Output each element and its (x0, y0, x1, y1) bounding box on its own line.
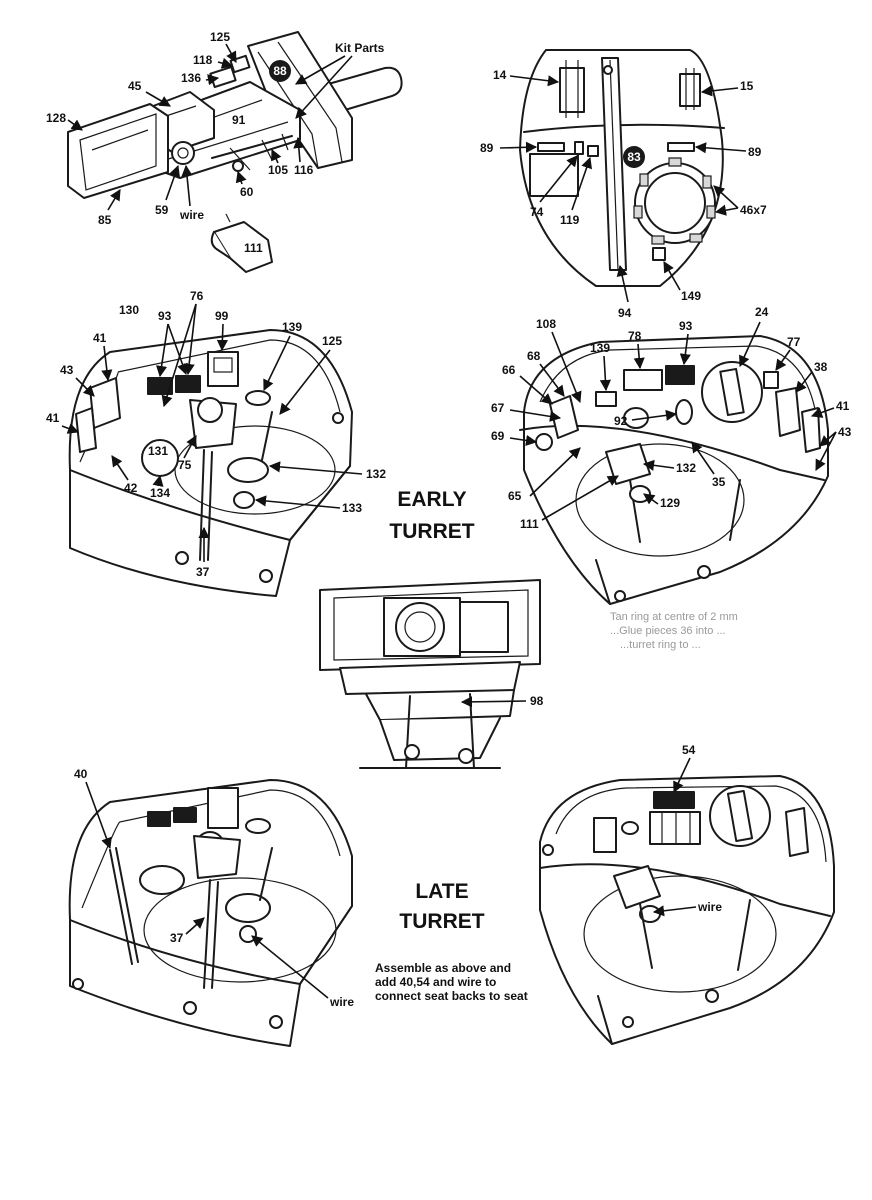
label-69: 69 (491, 429, 505, 443)
late-turret-left-labels: 40 37 wire (74, 767, 354, 1009)
label-43-left: 43 (60, 363, 74, 377)
label-15: 15 (740, 79, 754, 93)
early-turret-right-drawing (519, 335, 829, 605)
label-118: 118 (193, 53, 213, 67)
label-125-left: 125 (322, 334, 342, 348)
label-130: 130 (119, 303, 139, 317)
label-133: 133 (342, 501, 362, 515)
label-98: 98 (530, 694, 544, 708)
label-37-early: 37 (196, 565, 210, 579)
label-75: 75 (178, 458, 192, 472)
early-turret-left-drawing (68, 329, 353, 597)
label-91: 91 (232, 113, 246, 127)
early-turret-heading-line1: EARLY (397, 488, 466, 511)
early-turret-right-labels: 108 139 78 93 24 77 68 66 38 67 92 41 69… (491, 305, 852, 531)
turret-roof-drawing: 83 (519, 49, 725, 287)
label-41-right: 41 (836, 399, 850, 413)
label-111-gun: 111 (244, 241, 263, 255)
bleed-through-text: Tan ring at centre of 2 mm ...Glue piece… (610, 611, 738, 651)
label-89-right: 89 (748, 145, 762, 159)
label-38: 38 (814, 360, 828, 374)
label-wire-late-left: wire (329, 995, 354, 1009)
label-125: 125 (210, 30, 230, 44)
label-37-late: 37 (170, 931, 184, 945)
label-kit-parts: Kit Parts (335, 41, 385, 55)
circled-part-83: 83 (627, 150, 641, 164)
label-60: 60 (240, 185, 254, 199)
label-74: 74 (530, 205, 544, 219)
center-gun-mount-labels: 98 (460, 694, 544, 708)
label-46x7: 46x7 (740, 203, 767, 217)
label-65: 65 (508, 489, 522, 503)
gun-assembly-labels: 125 118 136 Kit Parts 45 128 91 105 116 … (46, 30, 385, 255)
late-turret-right-drawing (539, 775, 835, 1045)
gun-assembly-drawing: 88 (67, 31, 403, 273)
label-139-left: 139 (282, 320, 302, 334)
label-14: 14 (493, 68, 507, 82)
label-66: 66 (502, 363, 516, 377)
label-59: 59 (155, 203, 169, 217)
label-136: 136 (181, 71, 201, 85)
label-129: 129 (660, 496, 680, 510)
label-94: 94 (618, 306, 632, 320)
label-40: 40 (74, 767, 88, 781)
label-45: 45 (128, 79, 142, 93)
label-35: 35 (712, 475, 726, 489)
label-78: 78 (628, 329, 642, 343)
label-43-right: 43 (838, 425, 852, 439)
label-68: 68 (527, 349, 541, 363)
label-116: 116 (294, 163, 314, 177)
label-132-left: 132 (366, 467, 386, 481)
assembly-note-line2: add 40,54 and wire to (375, 975, 496, 989)
late-turret-heading-line1: LATE (415, 880, 468, 903)
label-42: 42 (124, 481, 138, 495)
label-131: 131 (148, 444, 168, 458)
label-67: 67 (491, 401, 505, 415)
center-gun-mount-drawing (319, 579, 541, 769)
label-128: 128 (46, 111, 66, 125)
early-turret-heading-line2: TURRET (389, 520, 474, 543)
label-108: 108 (536, 317, 556, 331)
label-93-right: 93 (679, 319, 693, 333)
label-85: 85 (98, 213, 112, 227)
label-54: 54 (682, 743, 696, 757)
label-41-left: 41 (46, 411, 60, 425)
label-wire-late-right: wire (697, 900, 722, 914)
label-105: 105 (268, 163, 288, 177)
label-139-right: 139 (590, 341, 610, 355)
label-77: 77 (787, 335, 801, 349)
label-76: 76 (190, 289, 204, 303)
label-132-right: 132 (676, 461, 696, 475)
early-turret-left-labels: 130 76 93 99 139 125 41 43 41 131 75 42 … (46, 289, 386, 579)
label-134: 134 (150, 486, 170, 500)
bleed-text-1: Tan ring at centre of 2 mm (610, 611, 738, 623)
late-turret-heading-line2: TURRET (399, 910, 484, 933)
label-149: 149 (681, 289, 701, 303)
label-119: 119 (560, 213, 580, 227)
circled-part-88: 88 (273, 64, 287, 78)
label-wire-gun: wire (179, 208, 204, 222)
late-turret-left-drawing (68, 779, 353, 1047)
label-93-early: 93 (158, 309, 172, 323)
turret-roof-labels: 14 15 89 89 74 119 46x7 94 149 (480, 68, 767, 320)
late-turret-right-labels: 54 wire (652, 743, 722, 917)
assembly-note-line1: Assemble as above and (375, 961, 511, 975)
label-92: 92 (614, 414, 628, 428)
bleed-text-2: ...Glue pieces 36 into ... (610, 625, 726, 637)
bleed-text-3: ...turret ring to ... (620, 639, 701, 651)
label-41-top: 41 (93, 331, 107, 345)
label-89-left: 89 (480, 141, 494, 155)
label-111-right: 111 (520, 517, 539, 531)
label-24: 24 (755, 305, 769, 319)
assembly-note-line3: connect seat backs to seat (375, 989, 528, 1003)
label-99: 99 (215, 309, 229, 323)
